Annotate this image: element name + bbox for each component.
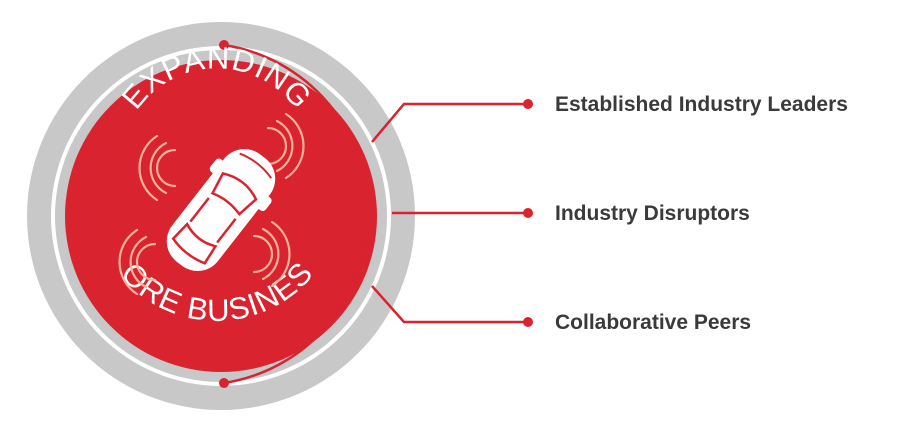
connector-line-1 bbox=[371, 102, 528, 143]
arc-bottom-dot bbox=[219, 378, 229, 388]
arc-top-dot bbox=[219, 40, 229, 50]
connector-dot-1 bbox=[523, 99, 533, 109]
label-established-industry-leaders: Established Industry Leaders bbox=[555, 93, 848, 116]
label-collaborative-peers: Collaborative Peers bbox=[555, 311, 752, 334]
connector-line-3 bbox=[371, 285, 528, 324]
label-industry-disruptors: Industry Disruptors bbox=[555, 202, 750, 225]
connector-dot-2 bbox=[523, 208, 533, 218]
connector-dot-3 bbox=[523, 317, 533, 327]
connector-arc bbox=[223, 43, 371, 385]
car-shape bbox=[166, 149, 276, 271]
sensor-waves bbox=[118, 112, 305, 296]
car-with-sensor-waves-icon bbox=[118, 112, 305, 296]
